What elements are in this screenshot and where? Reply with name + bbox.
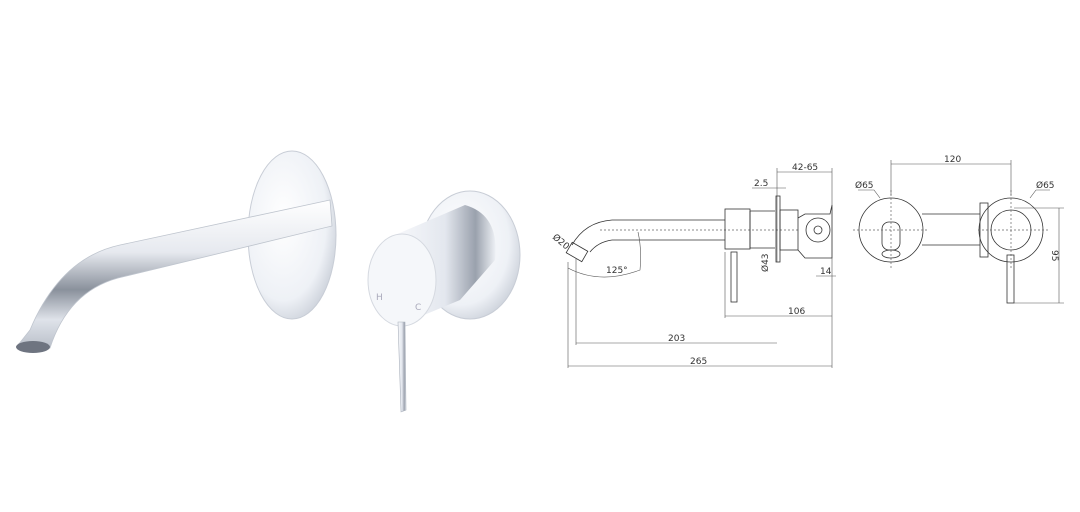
dim-spout-angle: 125° <box>606 266 628 276</box>
dim-overall-length: 265 <box>690 357 707 367</box>
body-outline <box>724 208 751 250</box>
dim-handle-height: 95 <box>1049 250 1059 261</box>
mixer-lever <box>397 321 407 413</box>
dim-plate-thickness: 2.5 <box>754 179 768 189</box>
dim-body-to-wall: 106 <box>788 307 805 317</box>
spout-photo <box>16 150 337 353</box>
front-handle-outline <box>1006 254 1015 304</box>
handle-outline <box>730 251 738 303</box>
backbox-outline <box>805 217 831 243</box>
dim-centres: 120 <box>944 155 961 165</box>
spout-outline <box>612 219 725 241</box>
front-view-drawing: 120 95 Ø65 Ø65 <box>853 155 1064 304</box>
hot-marking: H <box>376 293 383 303</box>
wall-plate-outline <box>775 195 781 263</box>
spout-outlet <box>16 341 50 353</box>
dim-wall-depth: 42-65 <box>792 163 818 173</box>
dim-mixer-plate-diameter: Ø65 <box>1036 180 1055 191</box>
side-view-drawing: 42-65 2.5 14 Ø43 106 203 265 125° Ø20 <box>550 163 836 368</box>
dim-backbox-offset: 14 <box>820 267 832 277</box>
cold-marking: C <box>415 303 421 313</box>
dim-body-diameter: Ø43 <box>760 253 771 272</box>
mixer-photo: H C <box>367 190 521 413</box>
dim-spout-projection: 203 <box>668 334 685 344</box>
dim-spout-plate-diameter: Ø65 <box>855 180 874 191</box>
mixer-handle-face <box>367 233 437 327</box>
